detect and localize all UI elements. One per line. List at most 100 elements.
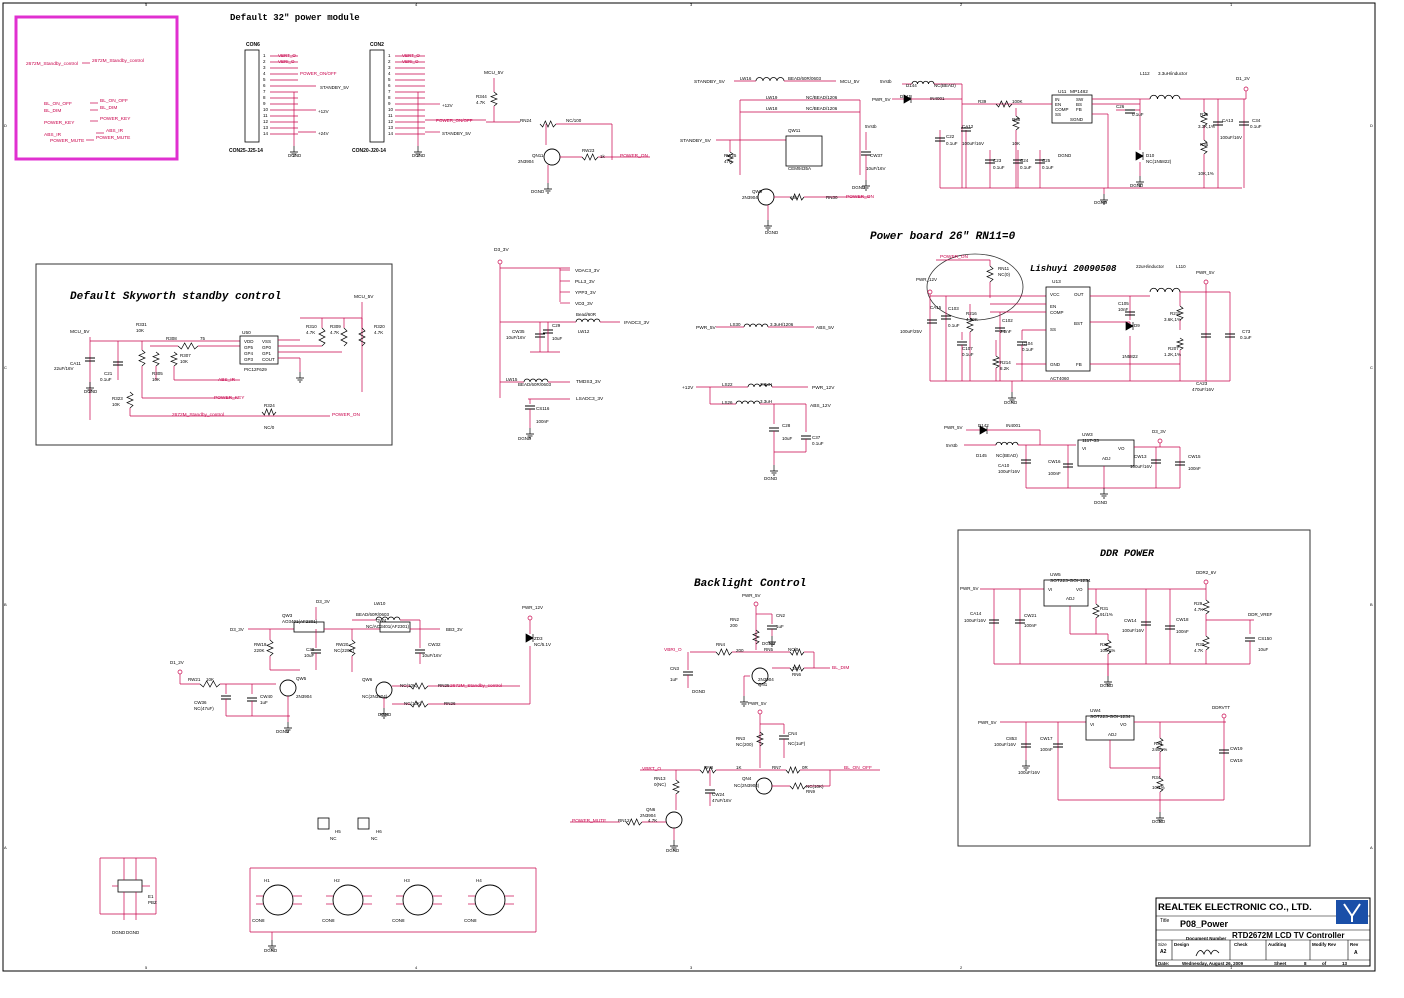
capacitor-ref: CW13 (1134, 454, 1147, 459)
transistor-ref: QN6 (646, 807, 656, 812)
net-power-on: POWER_ON (332, 412, 361, 418)
power-flag (1203, 279, 1209, 285)
size-label: Size (1158, 942, 1167, 947)
resistor-value: 75 (200, 336, 206, 341)
resistor-ref: R310 (306, 324, 317, 329)
inductor-ref: LW16 (740, 76, 752, 81)
capacitor-value: 100nF (536, 419, 549, 424)
ic-pin-name: BS (1076, 102, 1082, 107)
capacitor-ref: CA12 (962, 124, 974, 129)
wire (789, 782, 807, 790)
wire (789, 193, 805, 201)
resistor-value: 4.7K (1194, 607, 1203, 612)
standby-control-frame (35, 263, 393, 446)
ic-ref: U13 (1052, 279, 1061, 285)
con2-part: CON20-J20-14 (352, 148, 386, 154)
wire (138, 349, 146, 367)
capacitor-value: 10uF (304, 653, 315, 658)
resistor-value: 4.7K (330, 330, 339, 335)
diode-symbol (1135, 151, 1144, 161)
resistor-value: 200 (730, 623, 738, 628)
resistor-ref: RN3 (736, 736, 745, 741)
net-pwr-5v: PWR_5V (748, 701, 767, 706)
capacitor-ref: CW32 (428, 642, 441, 647)
inductor-ref: LW15 (506, 377, 518, 382)
resistor-value: NC(220K) (334, 648, 355, 653)
inductor-ref: LS30 (730, 322, 741, 327)
offpage-right-port: 2672M_Standby_control (92, 58, 144, 64)
con6-pin-number: 1 (263, 53, 266, 58)
title-standby-control: Default Skyworth standby control (70, 291, 281, 303)
transistor-ref: QW9 (752, 189, 763, 194)
gnd-label: DGND (765, 230, 779, 235)
diode-symbol (525, 633, 534, 643)
design-label: Design (1174, 942, 1189, 947)
transistor-ref: QN4 (742, 776, 752, 781)
capacitor-value: 0.1uF (946, 141, 958, 146)
wire (318, 327, 326, 347)
buzzer-value: PBZ (148, 900, 157, 905)
connector-ref: CON8 (464, 918, 477, 923)
capacitor-value: 0.1uF (1022, 347, 1034, 352)
wire (1200, 139, 1208, 155)
resistor-ref: RN8 (704, 765, 713, 770)
con6-pin-number: 2 (263, 59, 266, 64)
mosfet-ref: QW11 (788, 128, 801, 133)
resistor-value: 10K (790, 195, 798, 200)
bead-value: BEAD/60R/0603 (356, 612, 390, 617)
capacitor-value: 0.1uF (993, 165, 1005, 170)
ic-pin-name: EN (1050, 304, 1056, 309)
ic-part: MP1482 (1070, 89, 1088, 95)
ic-pin-name: GND (1050, 362, 1061, 367)
resistor-value: 10K (112, 402, 120, 407)
con2-pin-number: 6 (388, 83, 391, 88)
gnd-label: DGND (531, 189, 545, 194)
capacitor-value: 100uF/25V (900, 329, 922, 334)
capacitor-value: 100uF/16V (998, 469, 1020, 474)
offpage-left-port: 2672M_Standby_control (26, 61, 78, 67)
transistor-part: 2N3904 (758, 677, 774, 682)
gnd-label: DGND (1058, 153, 1072, 158)
capacitor-value: 100uF/16V (1130, 464, 1152, 469)
net-standby-control: 2672M_Standby_control (450, 683, 502, 689)
ic-pin-name: FB (1076, 362, 1082, 367)
mount-ref: H6 (376, 829, 382, 834)
inductor-symbol (523, 378, 549, 383)
ic-pin-name: GP4 (244, 351, 254, 356)
title-backlight-control: Backlight Control (694, 578, 806, 590)
resistor-value: 4.7K (306, 330, 315, 335)
ic-part: SOT223-GOI-1234 (1090, 714, 1131, 720)
resistor-value: 100K (1012, 99, 1023, 104)
border-row-label: C (1370, 365, 1373, 370)
ic-uw3-1117 (1077, 439, 1135, 467)
con2-pin-number: 10 (388, 107, 394, 112)
rev-value: A (1354, 950, 1358, 956)
capacitor-value: 10uF/16V (506, 335, 526, 340)
gnd-label: DGND (276, 729, 290, 734)
inductor-symbol (911, 80, 935, 85)
capacitor-ref: C29 (552, 323, 561, 328)
zener-value: NC/5.1V (534, 642, 551, 647)
designer-signature (1195, 949, 1220, 957)
net-pwr-5v: PWR_5V (944, 425, 963, 430)
resistor-ref: RN30 (826, 195, 838, 200)
resistor-ref: RW20 (336, 642, 349, 647)
modify-label: Modify Rev (1312, 942, 1337, 947)
diode-value: IN4001 (1006, 423, 1021, 428)
mounting-pad-h5 (317, 817, 330, 830)
capacitor-value: 1uF (776, 624, 784, 629)
con2-pin-number: 11 (388, 113, 393, 118)
con2-net: POWER_ON/OFF (436, 118, 473, 123)
offpage-left-port: ABS_IR (44, 132, 62, 138)
wire (409, 682, 429, 690)
inductor-symbol (747, 383, 773, 388)
con2-pin-number: 1 (388, 53, 391, 58)
transistor-part: 2N3904 (296, 694, 312, 699)
inductor-symbol (743, 323, 769, 328)
ic-pin-name: ADJ (1066, 596, 1075, 601)
border-column-label: 1 (1230, 965, 1233, 970)
check-label: Check (1234, 942, 1248, 947)
size-value: A2 (1160, 949, 1167, 955)
resistor-value: 4.99K (966, 317, 978, 322)
